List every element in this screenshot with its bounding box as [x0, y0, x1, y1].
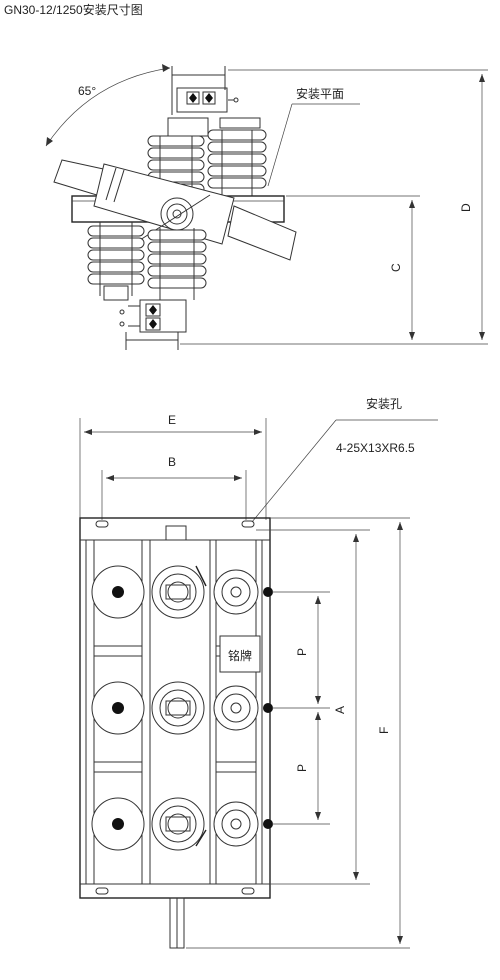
top-terminal: [176, 87, 228, 113]
hole-leader: [251, 419, 337, 523]
dim-b-label: B: [168, 455, 176, 469]
nameplate: [219, 635, 261, 673]
contact-disc: [213, 685, 259, 731]
dim-f-label: F: [377, 727, 391, 734]
angle-label: 65°: [78, 84, 96, 98]
install-plane-leader: [267, 103, 293, 187]
angle-arc: [45, 67, 171, 147]
dim-c-label: C: [389, 263, 403, 272]
phase-row: [91, 797, 273, 851]
dim-d-label: D: [459, 203, 473, 212]
drawing-title: GN30-12/1250安装尺寸图: [4, 2, 143, 17]
lower-insulator-left: [87, 222, 145, 301]
contact-disc: [213, 569, 259, 615]
lower-insulator-middle: [147, 228, 207, 300]
mounting-hole: [95, 520, 109, 528]
dim-a-label: A: [333, 706, 347, 714]
contact-disc: [213, 801, 259, 847]
gear-hub: [160, 197, 194, 231]
mounting-hole: [241, 887, 255, 895]
install-plane-label: 安装平面: [296, 86, 344, 101]
side-view: 65°: [45, 64, 488, 350]
phase-row: [91, 565, 273, 619]
top-view: E B 安装孔 4-25X13XR6.5: [79, 396, 438, 949]
dim-e-label: E: [168, 413, 176, 427]
nameplate-label: 铭牌: [228, 648, 252, 663]
phase-row: [91, 681, 273, 735]
upper-insulator-right: [207, 117, 267, 196]
dim-p1-label: P: [295, 648, 309, 656]
dim-p2-label: P: [295, 764, 309, 772]
mounting-hole: [95, 887, 109, 895]
hole-spec: 4-25X13XR6.5: [336, 441, 415, 455]
mounting-hole: [241, 520, 255, 528]
hole-label: 安装孔: [366, 396, 402, 411]
